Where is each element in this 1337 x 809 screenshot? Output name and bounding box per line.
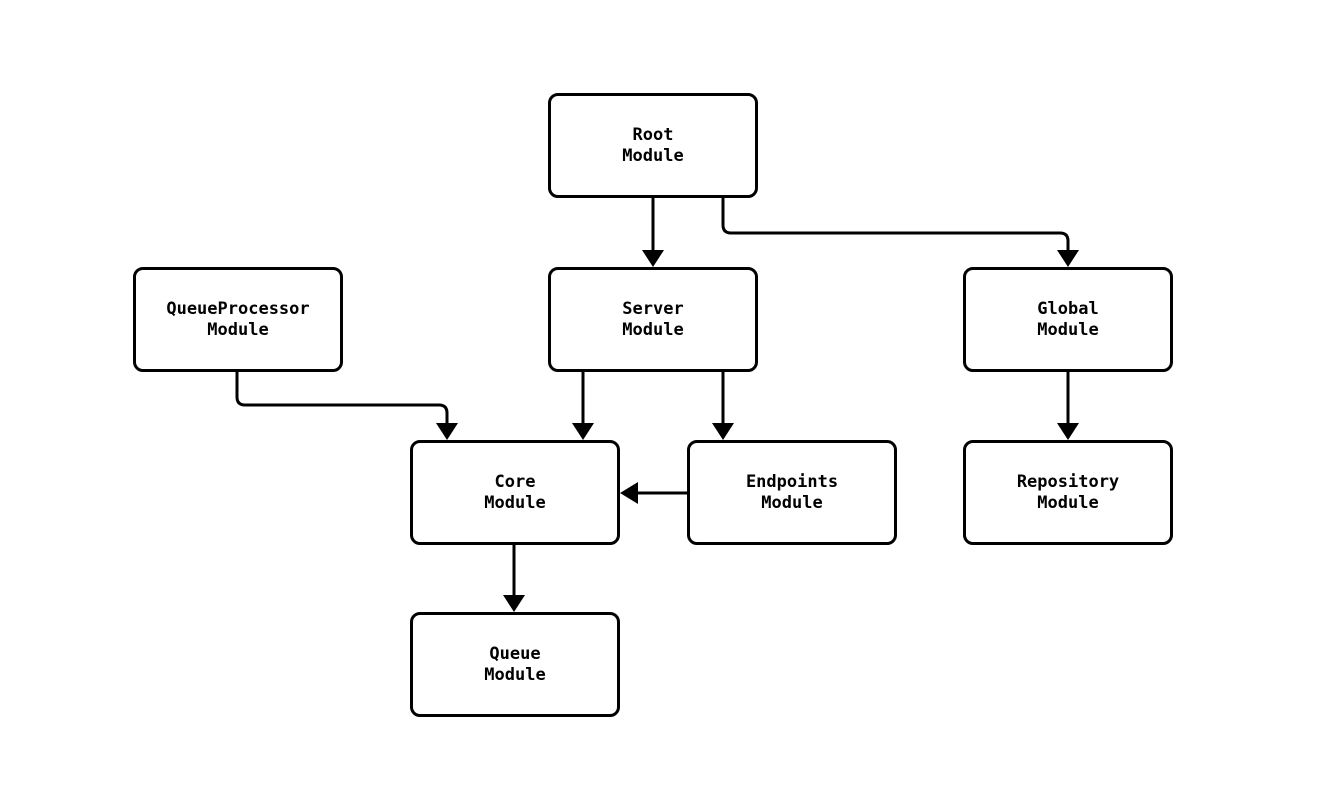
edge-server-to-core — [572, 372, 594, 440]
node-label: Endpoints — [745, 471, 839, 492]
node-label: Module — [761, 492, 823, 513]
edge-queueprocessor-to-core — [235, 372, 458, 440]
node-label: Module — [1037, 492, 1099, 513]
node-label: Repository — [1016, 471, 1120, 492]
node-label: Module — [207, 319, 269, 340]
node-queue-module: Queue Module — [410, 612, 620, 717]
edge-root-to-server — [642, 198, 664, 267]
node-label: Global — [1037, 298, 1099, 319]
edge-global-to-repository — [1057, 372, 1079, 440]
node-label: Module — [622, 145, 684, 166]
node-core-module: Core Module — [410, 440, 620, 545]
node-label: Core — [494, 471, 536, 492]
node-label: QueueProcessor — [166, 298, 310, 319]
node-root-module: Root Module — [548, 93, 758, 198]
node-queueprocessor-module: QueueProcessor Module — [133, 267, 343, 372]
node-server-module: Server Module — [548, 267, 758, 372]
edge-root-to-global — [721, 198, 1079, 267]
node-repository-module: Repository Module — [963, 440, 1173, 545]
edge-endpoints-to-core — [620, 482, 687, 504]
edge-core-to-queue — [503, 545, 525, 612]
node-label: Server — [622, 298, 684, 319]
node-label: Module — [484, 664, 546, 685]
node-global-module: Global Module — [963, 267, 1173, 372]
node-label: Module — [622, 319, 684, 340]
edge-server-to-endpoints — [712, 372, 734, 440]
node-label: Queue — [489, 643, 541, 664]
node-label: Module — [484, 492, 546, 513]
node-endpoints-module: Endpoints Module — [687, 440, 897, 545]
node-label: Root — [632, 124, 674, 145]
node-label: Module — [1037, 319, 1099, 340]
